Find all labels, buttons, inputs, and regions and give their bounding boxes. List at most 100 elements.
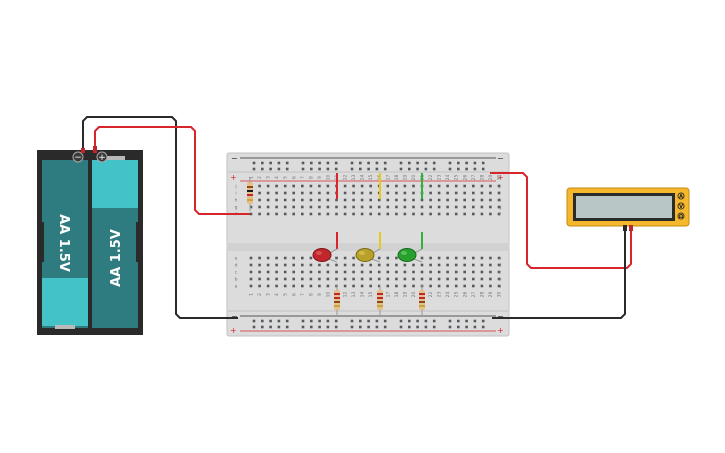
- top-negative-rail-hole[interactable]: [383, 161, 387, 165]
- terminal-hole[interactable]: [343, 270, 347, 274]
- top-positive-rail-hole[interactable]: [326, 167, 330, 171]
- terminal-hole[interactable]: [369, 198, 372, 202]
- top-negative-rail-hole[interactable]: [310, 161, 313, 165]
- terminal-hole[interactable]: [292, 191, 295, 195]
- terminal-hole[interactable]: [412, 270, 415, 274]
- bottom-negative-rail-hole[interactable]: [269, 319, 272, 323]
- terminal-hole[interactable]: [301, 270, 304, 274]
- bottom-positive-rail-hole[interactable]: [285, 325, 289, 329]
- multimeter-button-amps[interactable]: A: [677, 192, 685, 201]
- terminal-hole[interactable]: [463, 184, 466, 188]
- bottom-positive-rail-hole[interactable]: [383, 325, 387, 329]
- terminal-hole[interactable]: [343, 277, 347, 281]
- terminal-hole[interactable]: [352, 263, 355, 267]
- terminal-hole[interactable]: [258, 205, 261, 209]
- terminal-hole[interactable]: [266, 277, 270, 281]
- terminal-hole[interactable]: [395, 256, 398, 260]
- battery-negative-terminal[interactable]: −: [72, 151, 84, 163]
- terminal-hole[interactable]: [369, 270, 372, 274]
- terminal-hole[interactable]: [395, 184, 398, 188]
- terminal-hole[interactable]: [326, 263, 330, 267]
- top-positive-rail-hole[interactable]: [318, 167, 321, 171]
- bottom-positive-rail-hole[interactable]: [350, 325, 354, 329]
- terminal-hole[interactable]: [283, 198, 287, 202]
- terminal-hole[interactable]: [480, 212, 484, 216]
- terminal-hole[interactable]: [463, 284, 466, 288]
- terminal-hole[interactable]: [258, 184, 261, 188]
- bottom-negative-rail-hole[interactable]: [408, 319, 411, 323]
- terminal-hole[interactable]: [369, 284, 372, 288]
- terminal-hole[interactable]: [437, 198, 441, 202]
- terminal-hole[interactable]: [437, 191, 441, 195]
- top-negative-rail-hole[interactable]: [375, 161, 379, 165]
- terminal-hole[interactable]: [395, 277, 398, 281]
- terminal-hole[interactable]: [446, 270, 449, 274]
- terminal-hole[interactable]: [497, 284, 501, 288]
- battery-cell-right[interactable]: AA 1.5V: [92, 156, 138, 328]
- terminal-hole[interactable]: [301, 277, 304, 281]
- terminal-hole[interactable]: [497, 212, 501, 216]
- terminal-hole[interactable]: [369, 277, 372, 281]
- led-green[interactable]: [397, 248, 423, 263]
- terminal-hole[interactable]: [275, 263, 278, 267]
- bottom-positive-rail-hole[interactable]: [367, 325, 370, 329]
- terminal-hole[interactable]: [292, 198, 295, 202]
- terminal-hole[interactable]: [386, 191, 390, 195]
- terminal-hole[interactable]: [429, 284, 432, 288]
- bottom-positive-rail-hole[interactable]: [481, 325, 485, 329]
- terminal-hole[interactable]: [472, 270, 475, 274]
- terminal-hole[interactable]: [480, 191, 484, 195]
- terminal-hole[interactable]: [352, 277, 355, 281]
- terminal-hole[interactable]: [377, 198, 381, 202]
- terminal-hole[interactable]: [343, 184, 347, 188]
- terminal-hole[interactable]: [343, 263, 347, 267]
- terminal-hole[interactable]: [480, 198, 484, 202]
- led-red[interactable]: [312, 248, 338, 263]
- resistor-top[interactable]: [247, 177, 253, 211]
- terminal-hole[interactable]: [377, 212, 381, 216]
- top-negative-rail-hole[interactable]: [359, 161, 362, 165]
- terminal-hole[interactable]: [309, 191, 313, 195]
- terminal-hole[interactable]: [437, 263, 441, 267]
- terminal-hole[interactable]: [335, 212, 338, 216]
- terminal-hole[interactable]: [326, 212, 330, 216]
- terminal-hole[interactable]: [497, 256, 501, 260]
- top-positive-rail-hole[interactable]: [448, 167, 452, 171]
- top-negative-rail-hole[interactable]: [350, 161, 354, 165]
- terminal-hole[interactable]: [403, 263, 407, 267]
- bottom-negative-rail-hole[interactable]: [432, 319, 436, 323]
- terminal-hole[interactable]: [429, 263, 432, 267]
- terminal-hole[interactable]: [266, 256, 270, 260]
- top-positive-rail-hole[interactable]: [399, 167, 403, 171]
- terminal-hole[interactable]: [343, 256, 347, 260]
- bottom-negative-rail-hole[interactable]: [261, 319, 264, 323]
- resistors[interactable]: [247, 177, 425, 315]
- terminal-hole[interactable]: [403, 198, 407, 202]
- top-negative-rail-hole[interactable]: [399, 161, 403, 165]
- bottom-positive-rail-hole[interactable]: [432, 325, 436, 329]
- terminal-hole[interactable]: [454, 256, 458, 260]
- terminal-hole[interactable]: [352, 284, 355, 288]
- terminal-hole[interactable]: [335, 270, 338, 274]
- terminal-hole[interactable]: [360, 212, 364, 216]
- terminal-hole[interactable]: [429, 184, 432, 188]
- bottom-negative-rail-hole[interactable]: [448, 319, 452, 323]
- terminal-hole[interactable]: [472, 205, 475, 209]
- terminal-hole[interactable]: [343, 205, 347, 209]
- terminal-hole[interactable]: [301, 212, 304, 216]
- terminal-hole[interactable]: [395, 284, 398, 288]
- terminal-hole[interactable]: [266, 284, 270, 288]
- terminal-hole[interactable]: [489, 277, 492, 281]
- terminal-hole[interactable]: [352, 270, 355, 274]
- terminal-hole[interactable]: [386, 212, 390, 216]
- top-positive-rail-hole[interactable]: [269, 167, 272, 171]
- terminal-hole[interactable]: [489, 184, 492, 188]
- terminal-hole[interactable]: [480, 284, 484, 288]
- terminal-hole[interactable]: [377, 256, 381, 260]
- terminal-hole[interactable]: [497, 198, 501, 202]
- terminal-hole[interactable]: [292, 284, 295, 288]
- terminal-hole[interactable]: [318, 191, 321, 195]
- terminal-hole[interactable]: [343, 212, 347, 216]
- terminal-hole[interactable]: [463, 277, 466, 281]
- terminal-hole[interactable]: [335, 256, 338, 260]
